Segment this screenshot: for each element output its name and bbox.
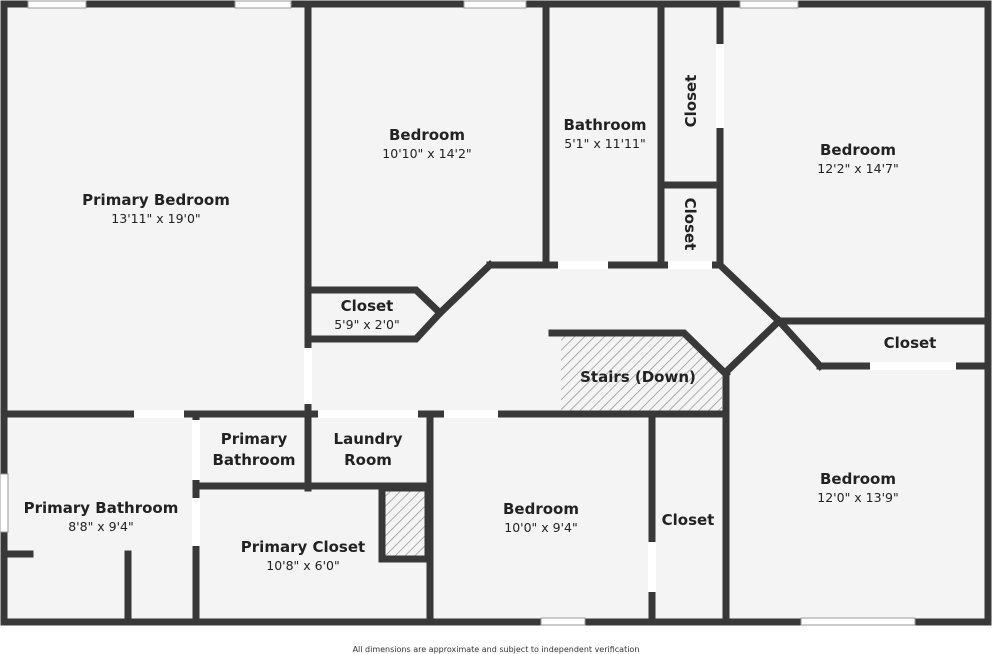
room-label-primary-bathroom-small-line2: Bathroom (212, 451, 295, 469)
room-label-closet-lower: Closet (681, 198, 699, 251)
room-label-primary-bathroom-small: Primary (221, 430, 288, 448)
room-label-primary-closet: Primary Closet (241, 538, 365, 556)
room-dim-bedroom-north: 10'10" x 14'2" (382, 146, 471, 161)
room-label-bedroom-north: Bedroom (389, 126, 465, 144)
room-dim-closet-hall: 5'9" x 2'0" (334, 317, 400, 332)
disclaimer: All dimensions are approximate and subje… (353, 645, 640, 654)
room-dim-bedroom-northeast: 12'2" x 14'7" (817, 161, 898, 176)
room-label-bathroom: Bathroom (563, 116, 646, 134)
room-dim-bedroom-southeast: 12'0" x 13'9" (817, 490, 898, 505)
stairs-hatch (561, 333, 722, 412)
room-label-closet-upper: Closet (682, 75, 700, 128)
room-dim-primary-bedroom: 13'11" x 19'0" (111, 211, 200, 226)
room-label-closet-east: Closet (884, 334, 937, 352)
room-dim-primary-bathroom: 8'8" x 9'4" (68, 519, 134, 534)
room-label-closet-hall: Closet (341, 297, 394, 315)
openings (0, 0, 956, 626)
room-label-bedroom-northeast: Bedroom (820, 141, 896, 159)
room-label-bedroom-southeast: Bedroom (820, 470, 896, 488)
room-label-primary-bathroom: Primary Bathroom (24, 499, 179, 517)
room-dim-bedroom-south: 10'0" x 9'4" (504, 520, 577, 535)
room-label-stairs: Stairs (Down) (580, 368, 696, 386)
room-dim-primary-closet: 10'8" x 6'0" (266, 558, 339, 573)
room-dim-bathroom: 5'1" x 11'11" (564, 136, 645, 151)
room-label-laundry-line2: Room (344, 451, 392, 469)
room-label-laundry: Laundry (334, 430, 403, 448)
room-label-bedroom-south: Bedroom (503, 500, 579, 518)
floor-area (4, 4, 988, 622)
room-label-closet-south: Closet (662, 511, 715, 529)
room-label-primary-bedroom: Primary Bedroom (82, 191, 230, 209)
utility-chase-hatch (383, 489, 427, 558)
